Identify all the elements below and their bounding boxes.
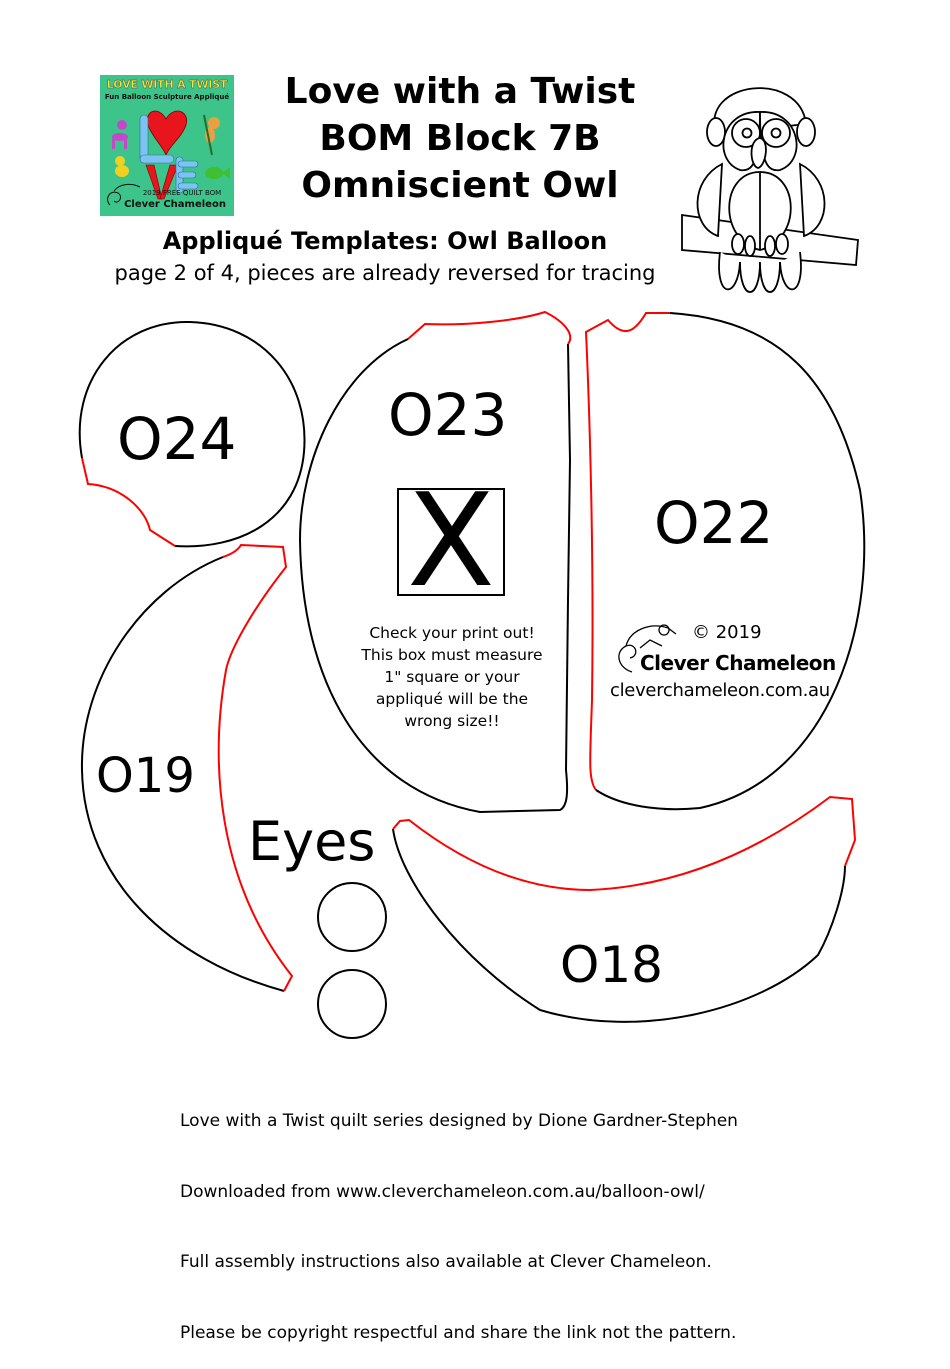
- title-line-3: Omniscient Owl: [301, 165, 619, 206]
- copyright-text: © 2019: [692, 622, 762, 643]
- footer-line-1: Love with a Twist quilt series designed …: [180, 1111, 738, 1131]
- scale-check-note-line: 1" square or your: [384, 668, 520, 686]
- scale-check-note-line: wrong size!!: [404, 712, 500, 730]
- piece-o18-outline: [392, 795, 857, 1023]
- title-line-2: BOM Block 7B: [319, 118, 601, 159]
- scale-check-note-line: appliqué will be the: [375, 690, 529, 708]
- scale-check-note-line: This box must measure: [361, 646, 543, 664]
- logo-tagline: Fun Balloon Sculpture Appliqué: [104, 93, 230, 101]
- brand-name: Clever Chameleon: [640, 651, 836, 675]
- page-title: Love with a Twist BOM Block 7B Omniscien…: [250, 68, 670, 209]
- footer-notes: Love with a Twist quilt series designed …: [180, 1063, 738, 1369]
- piece-o19-outline: [80, 543, 294, 992]
- logo-brand: Clever Chameleon: [124, 199, 226, 210]
- pattern-pieces: [78, 87, 866, 1039]
- logo-series: 2019 FREE QUILT BOM: [142, 189, 222, 197]
- eye-piece-2: [317, 969, 387, 1039]
- footer-line-2: Downloaded from www.cleverchameleon.com.…: [180, 1181, 705, 1202]
- piece-label-o22: O22: [654, 489, 774, 557]
- chameleon-logo-icon: [618, 624, 677, 673]
- owl-reference-icon: [681, 87, 859, 293]
- piece-label-o23: O23: [388, 381, 508, 449]
- template-subtitle: Appliqué Templates: Owl Balloon: [162, 227, 608, 255]
- piece-label-o24: O24: [117, 405, 237, 473]
- logo-title: LOVE WITH A TWIST: [106, 78, 228, 91]
- eye-piece-1: [317, 882, 387, 952]
- piece-o24-outline: [78, 320, 306, 548]
- scale-check-box: X: [397, 478, 505, 606]
- piece-label-o19: O19: [96, 748, 195, 804]
- footer-line-3: Full assembly instructions also availabl…: [180, 1252, 712, 1272]
- scale-check-x: X: [407, 467, 495, 616]
- love-with-a-twist-logo: LOVE WITH A TWIST Fun Balloon Sculpture …: [100, 75, 234, 216]
- scale-check-note: Check your print out! This box must measu…: [322, 622, 582, 732]
- piece-o22-outline: [584, 312, 866, 811]
- piece-label-eyes: Eyes: [248, 810, 376, 873]
- title-line-1: Love with a Twist: [284, 71, 636, 112]
- scale-check-note-line: Check your print out!: [369, 624, 535, 642]
- footer-line-4: Please be copyright respectful and share…: [180, 1322, 737, 1343]
- piece-label-o18: O18: [560, 936, 663, 994]
- piece-o23-outline: [298, 310, 572, 814]
- brand-url: cleverchameleon.com.au: [610, 680, 830, 701]
- page-note: page 2 of 4, pieces are already reversed…: [114, 261, 656, 285]
- balloon-love-illustration: [107, 110, 230, 206]
